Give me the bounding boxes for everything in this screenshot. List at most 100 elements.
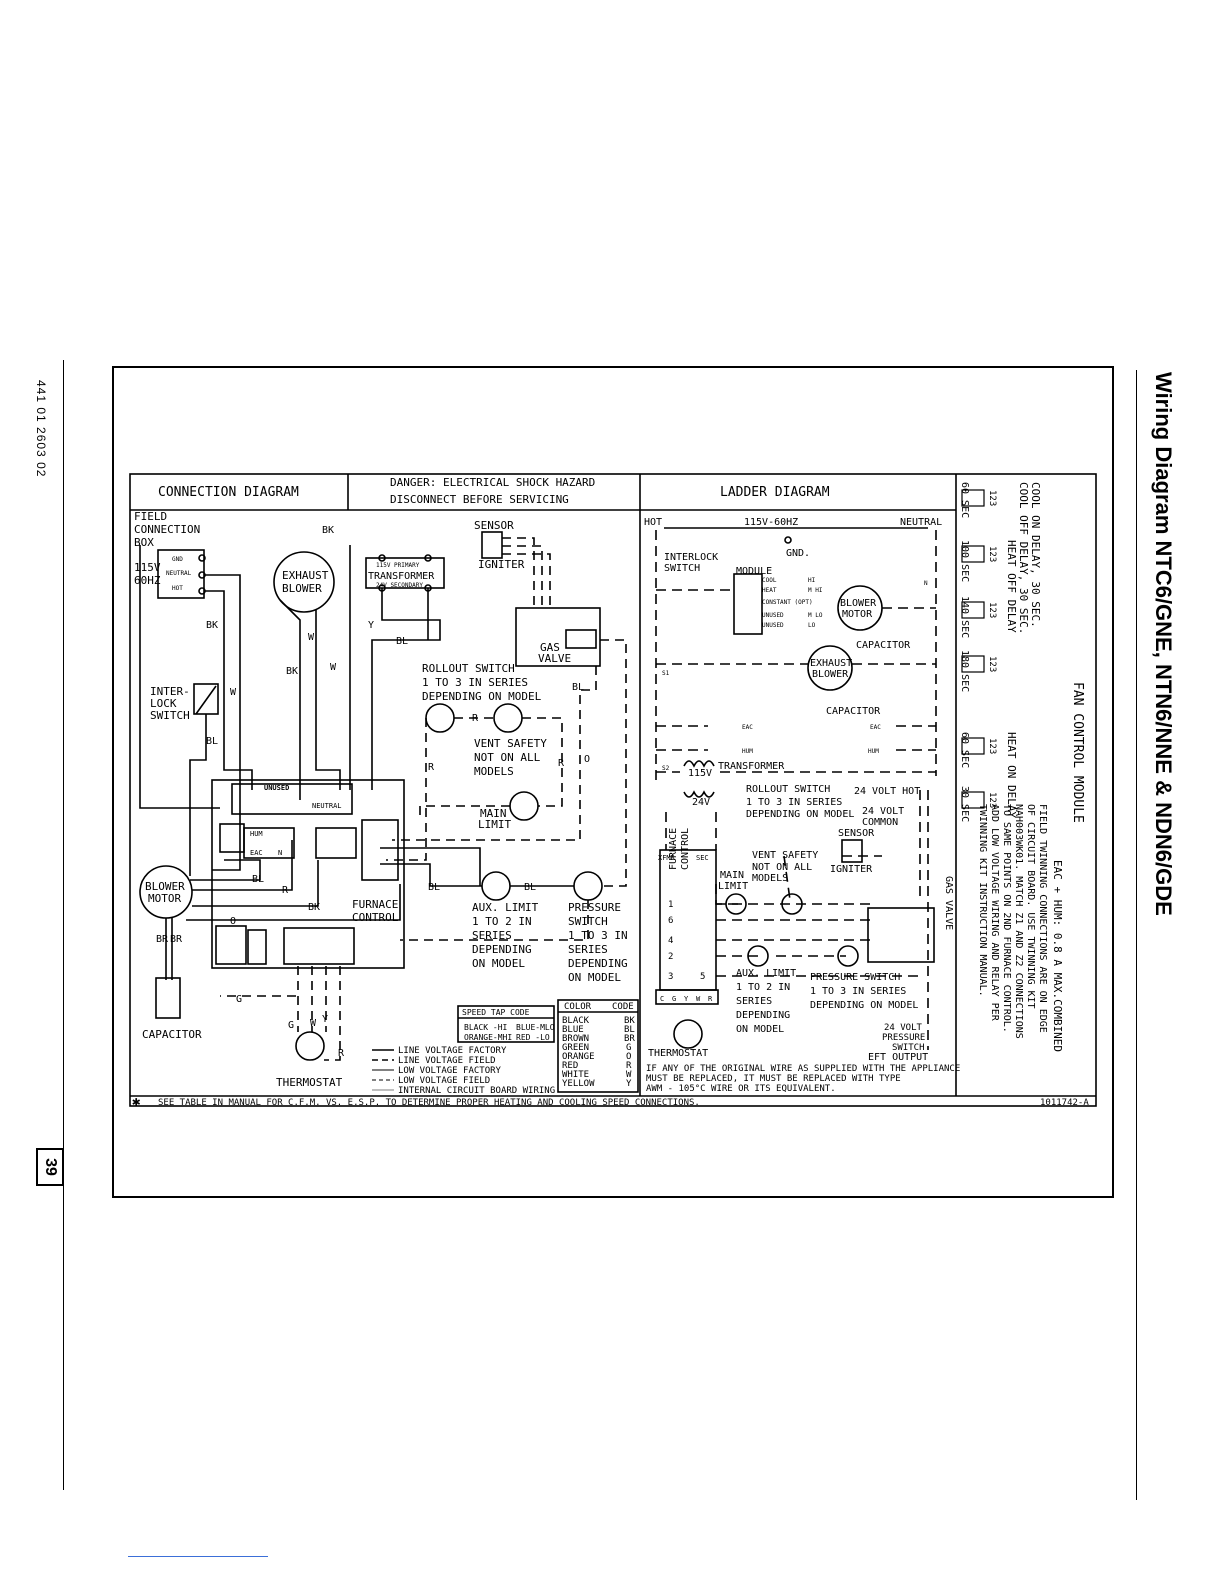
vent-safety-label-1: VENT SAFETY: [474, 737, 547, 750]
field-box-label-3: BOX: [134, 536, 154, 549]
fan-control-module-panel: 123 123 123 123 123 123 60 SEC 100 SEC 1…: [959, 482, 1085, 1052]
heat-off-setting: 100 SEC: [959, 540, 970, 582]
thermo-term: R: [708, 995, 713, 1003]
ladder-blower-2: MOTOR: [842, 609, 873, 620]
furnace-control-label-1: FURNACE: [352, 898, 398, 911]
rollout-label-3: DEPENDING ON MODEL: [422, 690, 542, 703]
ladder-speed: CONSTANT (OPT): [762, 599, 813, 606]
connection-title: CONNECTION DIAGRAM: [158, 485, 299, 500]
pressure-label-1: PRESSURE: [568, 901, 621, 914]
ladder-pressure-3: DEPENDING ON MODEL: [810, 1000, 918, 1011]
vent-safety-label-2: NOT ON ALL: [474, 751, 541, 764]
cool-off-delay: COOL OFF DELAY, 30 SEC.: [1017, 482, 1030, 634]
ladder-capacitor-2: CAPACITOR: [826, 706, 881, 717]
wire-label: R: [472, 713, 479, 724]
wire-label: G: [236, 994, 242, 1005]
wire-label: BK: [308, 902, 320, 913]
wire-label: BK: [322, 525, 334, 536]
box-term-neutral: NEUTRAL: [166, 570, 192, 577]
page-number-box: 39: [36, 1148, 64, 1186]
pressure-label-3: 1 TO 3 IN: [568, 929, 628, 942]
pressure-label-6: ON MODEL: [568, 971, 621, 984]
ladder-main-limit-1: MAIN: [720, 870, 744, 881]
thermostat-label: THERMOSTAT: [276, 1076, 343, 1089]
danger-line-2: DISCONNECT BEFORE SERVICING: [390, 493, 569, 506]
footer-note: SEE TABLE IN MANUAL FOR C.F.M. VS. E.S.P…: [158, 1098, 700, 1108]
wire-label: Y: [322, 1014, 328, 1025]
heat-off-delay: HEAT OFF DELAY: [1005, 540, 1018, 633]
ladder-eac-r: EAC: [870, 724, 881, 731]
node-number: 4: [668, 936, 673, 946]
ladder-note-1: IF ANY OF THE ORIGINAL WIRE AS SUPPLIED …: [646, 1064, 960, 1074]
ladder-24v: 24V: [692, 797, 710, 808]
main-limit-label-2: LIMIT: [478, 818, 511, 831]
wire-label: BL: [396, 636, 408, 647]
aux-limit-label-2: 1 TO 2 IN: [472, 915, 532, 928]
twinning-note-3: NAH003WK01. MATCH Z1 AND Z2 CONNECTIONS: [1013, 804, 1024, 1039]
color-code: BK: [624, 1016, 635, 1026]
ladder-blower-1: BLOWER: [840, 598, 877, 609]
aux-limit-label-1: AUX. LIMIT: [472, 901, 539, 914]
wire-label: BK: [206, 620, 218, 631]
dip-switch-label: 123: [987, 546, 997, 562]
legend-entry: LOW VOLTAGE FIELD: [398, 1076, 490, 1086]
xfmr-secondary: 24V SECONDARY: [376, 582, 423, 589]
ladder-s2: S2: [662, 765, 670, 772]
legend-entry: LINE VOLTAGE FIELD: [398, 1056, 496, 1066]
unused-label: UNUSED: [264, 784, 289, 792]
part-number: 1011742-A: [1040, 1098, 1089, 1108]
speed-tap-title: SPEED TAP CODE: [462, 1008, 530, 1017]
board-term-n: N: [278, 849, 282, 857]
blower-motor-label-1: BLOWER: [145, 880, 185, 893]
color-name: YELLOW: [562, 1079, 595, 1089]
ladder-igniter: IGNITER: [830, 864, 873, 875]
aux-limit-label-3: SERIES: [472, 929, 512, 942]
ladder-pressure-1: PRESSURE SWITCH: [810, 972, 900, 983]
ladder-voltage: 115V-60HZ: [744, 517, 798, 528]
color-code: BR: [624, 1034, 635, 1044]
ladder-24-common-1: 24 VOLT: [862, 806, 904, 817]
exhaust-blower-label-2: BLOWER: [282, 582, 322, 595]
wire-label: Y: [368, 620, 374, 631]
dip-switch-label: 123: [987, 738, 997, 754]
speed-tap-cell: ORANGE-MHI: [464, 1033, 512, 1042]
voltage-label-2: 60HZ: [134, 574, 161, 587]
color-table-header: CODE: [612, 1002, 634, 1012]
ladder-speed-code: LO: [808, 622, 816, 629]
thermo-term: W: [696, 995, 701, 1003]
twinning-note-5: ADD LOW VOLTAGE WIRING AND RELAY PER: [989, 804, 1000, 1022]
fan-module-title: FAN CONTROL MODULE: [1070, 682, 1085, 823]
node-number: 5: [700, 972, 705, 982]
field-box-label-1: FIELD: [134, 510, 167, 523]
twinning-note-1: FIELD TWINNING CONNECTIONS ARE ON EDGE: [1037, 804, 1048, 1033]
exhaust-blower-label-1: EXHAUST: [282, 569, 329, 582]
ladder-speed-code: M LO: [808, 612, 823, 619]
ladder-aux-4: DEPENDING: [736, 1010, 790, 1021]
ladder-furnace-control-1: FURNACE: [668, 828, 679, 870]
left-page-rule: [63, 360, 64, 1490]
twinning-note-4: TO SAME POINTS ON 2ND FURNACE CONTROL.: [1001, 804, 1012, 1033]
ladder-eft: EFT OUTPUT: [868, 1052, 928, 1063]
diagram-frame: [129, 473, 1097, 1107]
color-name: RED: [562, 1061, 578, 1071]
ladder-vent-2: NOT ON ALL: [752, 862, 812, 873]
node-number: 6: [668, 916, 673, 926]
ladder-main-limit-2: LIMIT: [718, 881, 748, 892]
ladder-24-hot: 24 VOLT HOT: [854, 786, 920, 797]
footer-asterisk: ✱: [132, 1094, 141, 1110]
ladder-gnd: GND.: [786, 548, 810, 559]
color-name: WHITE: [562, 1070, 589, 1080]
gas-valve-label-1: GAS: [540, 641, 560, 654]
sensor-label: SENSOR: [474, 519, 514, 532]
dip-switch-label: 123: [987, 602, 997, 618]
ladder-24-common-2: COMMON: [862, 817, 898, 828]
eac-hum-note: EAC + HUM: 0.8 A MAX.COMBINED: [1051, 860, 1064, 1052]
blower-motor-label-2: MOTOR: [148, 892, 181, 905]
ladder-transformer: TRANSFORMER: [718, 761, 785, 772]
wire-label: R: [282, 885, 289, 896]
twinning-note-2: OF CIRCUIT BOARD. USE TWINNING KIT: [1025, 804, 1036, 1009]
danger-line-1: DANGER: ELECTRICAL SHOCK HAZARD: [390, 476, 595, 489]
wire-label: O: [584, 754, 590, 765]
color-name: BLUE: [562, 1025, 584, 1035]
ladder-speed: UNUSED: [762, 622, 784, 629]
